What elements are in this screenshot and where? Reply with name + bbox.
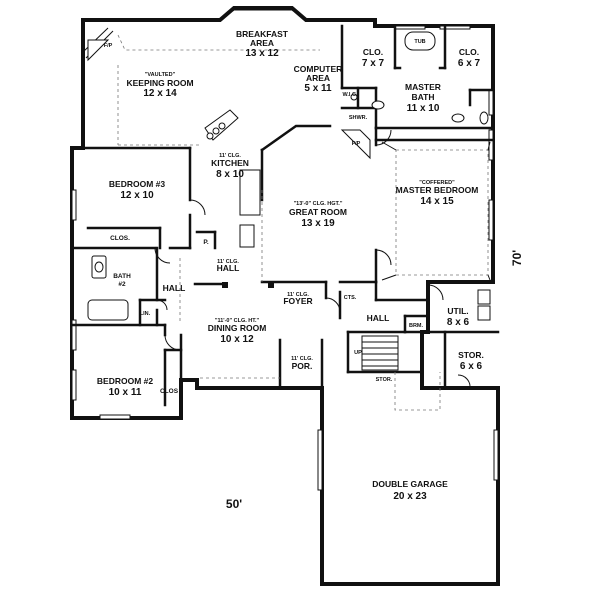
bedroom2-name: BEDROOM #2 [97, 376, 153, 386]
master-bath-name2: BATH [412, 92, 435, 102]
dining-dims: 10 x 12 [220, 334, 254, 345]
kitchen-note: 11' CLG. [219, 153, 241, 159]
up-label: UP [354, 350, 362, 356]
foyer-name: FOYER [283, 296, 312, 306]
breakfast-name2: AREA [250, 38, 274, 48]
clo-right-dims: 6 x 7 [458, 58, 481, 69]
hall-left-name: HALL [163, 283, 186, 293]
fp-label-great: F/P [352, 141, 361, 147]
overall-width: 50' [226, 497, 242, 511]
overall-depth: 70' [510, 250, 524, 266]
por-name: POR. [292, 361, 313, 371]
breakfast-dims: 13 x 12 [245, 48, 279, 59]
master-bedroom-note: "COFFERED" [419, 180, 455, 186]
master-bedroom-dims: 14 x 15 [420, 196, 454, 207]
interior-walls [70, 24, 500, 420]
tub-fixture [404, 31, 436, 51]
master-bath-name: MASTER [405, 82, 441, 92]
ceiling-lines [117, 34, 489, 411]
bath2-name2: #2 [118, 281, 126, 288]
garage-name: DOUBLE GARAGE [372, 479, 448, 489]
clo-left-name: CLO. [363, 47, 383, 57]
util-dims: 8 x 6 [447, 317, 470, 328]
kitchen-name: KITCHEN [211, 158, 249, 168]
bath2-tub [87, 299, 129, 321]
hall-center-name: HALL [217, 263, 240, 273]
keeping-dims: 12 x 14 [143, 88, 177, 99]
stairs [361, 335, 399, 371]
great-note: "13'-0" CLG. HGT." [294, 201, 343, 207]
brm-name: BRM. [409, 323, 424, 329]
stor-small-name: STOR. [376, 377, 393, 383]
column [268, 282, 274, 288]
great-dims: 13 x 19 [301, 218, 335, 229]
computer-name2: AREA [306, 73, 330, 83]
bath2-name: BATH [113, 273, 131, 280]
hall-right-name: HALL [367, 313, 390, 323]
lin-name: LIN. [140, 311, 151, 317]
por-note: 11' CLG. [291, 356, 313, 362]
hall-center-note: 11' CLG. [217, 259, 239, 265]
cts-name: CTS. [344, 295, 357, 301]
shwr-label: SHWR. [349, 115, 368, 121]
master-bedroom-name: MASTER BEDROOM [396, 185, 479, 195]
stor-dims: 6 x 6 [460, 361, 483, 372]
room-labels: BREAKFAST AREA 13 x 12 F/P "VAULTED" KEE… [97, 29, 484, 502]
clos3-name: CLOS. [110, 235, 130, 242]
stor-name: STOR. [458, 350, 484, 360]
bedroom3-dims: 12 x 10 [120, 190, 154, 201]
breakfast-name: BREAKFAST [236, 29, 289, 39]
bedroom3-name: BEDROOM #3 [109, 179, 165, 189]
bedroom2-dims: 10 x 11 [109, 387, 142, 398]
fp-label-keeping: F/P [104, 43, 113, 49]
keeping-note: "VAULTED" [145, 72, 176, 78]
keeping-name: KEEPING ROOM [126, 78, 193, 88]
great-name: GREAT ROOM [289, 207, 347, 217]
master-bath-dims: 11 x 10 [407, 103, 440, 114]
dining-note: "11'-0" CLG. HT." [215, 318, 260, 324]
fixtures [87, 31, 491, 389]
foyer-note: 11' CLG. [287, 292, 309, 298]
computer-dims: 5 x 11 [304, 83, 332, 94]
clos2-name: CLOS [160, 388, 179, 395]
overall-dimensions: 50' 70' [226, 250, 524, 511]
dining-name: DINING ROOM [208, 323, 267, 333]
clo-left-dims: 7 x 7 [362, 58, 385, 69]
computer-name: COMPUTER [294, 64, 343, 74]
util-name: UTIL. [447, 306, 468, 316]
garage-dims: 20 x 23 [393, 491, 427, 502]
pantry-name: P. [203, 239, 208, 246]
column [222, 282, 228, 288]
kitchen-dims: 8 x 10 [216, 169, 244, 180]
wic-label: W.I.C. [343, 92, 358, 98]
clo-right-name: CLO. [459, 47, 479, 57]
tub-label: TUB [414, 39, 425, 45]
